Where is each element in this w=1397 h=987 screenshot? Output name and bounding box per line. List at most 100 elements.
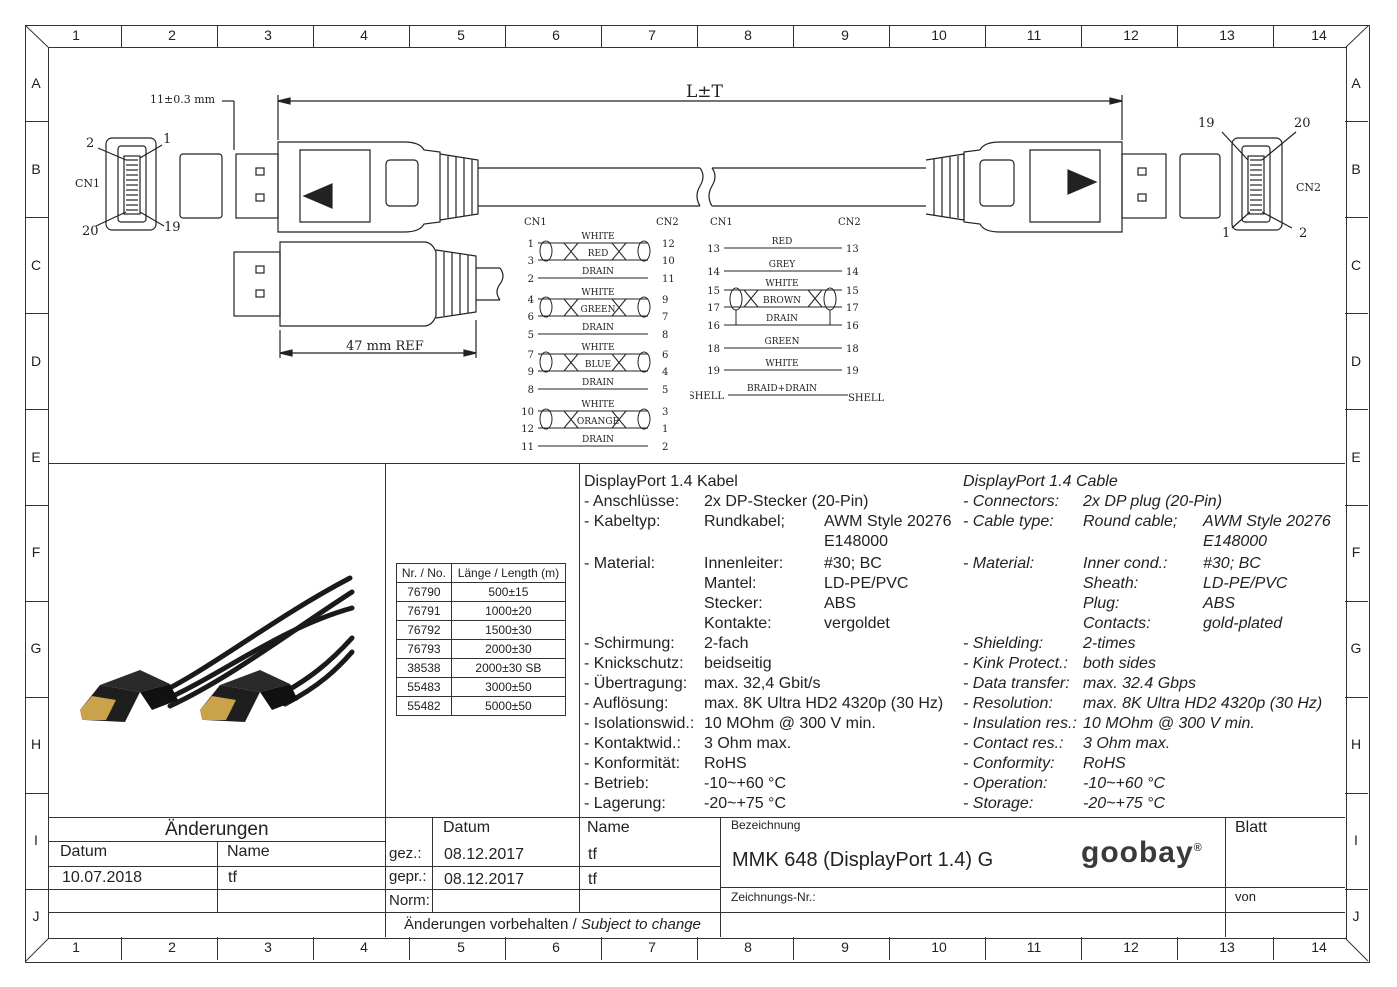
spec-cell: - Kink Protect.: bbox=[963, 655, 1068, 672]
tb-vline bbox=[1225, 817, 1226, 937]
logo-reg: ® bbox=[1193, 842, 1203, 854]
zone-tick bbox=[793, 25, 794, 48]
wiring-label: BLUE bbox=[585, 360, 611, 370]
title-block-top bbox=[48, 817, 1345, 818]
row-letter: I bbox=[34, 832, 38, 848]
zone-tick bbox=[1177, 937, 1178, 960]
table-cell: 500±15 bbox=[450, 582, 567, 602]
spec-cell: 2x DP plug (20-Pin) bbox=[1083, 493, 1223, 510]
table-cell: 1500±30 bbox=[450, 620, 567, 640]
change-name: tf bbox=[228, 869, 237, 886]
wire-pair bbox=[538, 296, 651, 335]
zone-tick bbox=[985, 25, 986, 48]
spec-cell: vergoldet bbox=[824, 615, 890, 632]
row-letter: E bbox=[1351, 449, 1361, 465]
spec-cell: - Isolationswid.: bbox=[584, 715, 695, 732]
zone-tick bbox=[1345, 793, 1368, 794]
spec-cell: Innenleiter: bbox=[704, 555, 784, 572]
column-number: 5 bbox=[457, 27, 465, 43]
spec-cell: - Lagerung: bbox=[584, 795, 666, 812]
wiring-label: 15 bbox=[707, 286, 720, 297]
dim-tab: 11±0.3 mm bbox=[150, 93, 216, 106]
table-cell: 55482 bbox=[396, 696, 452, 716]
blatt-label: Blatt bbox=[1235, 819, 1268, 836]
row-letter: D bbox=[1350, 353, 1362, 369]
photo-divider bbox=[385, 463, 386, 937]
table-cell: 2000±30 SB bbox=[450, 658, 567, 678]
spec-cell: - Knickschutz: bbox=[584, 655, 684, 672]
wiring-label: 18 bbox=[846, 344, 859, 355]
column-number: 14 bbox=[1311, 939, 1327, 955]
tb-line bbox=[48, 889, 720, 890]
spec-cell: Stecker: bbox=[704, 595, 763, 612]
wiring-label: 13 bbox=[707, 244, 720, 255]
wiring-label: 19 bbox=[707, 366, 720, 377]
spec-cell: - Conformity: bbox=[963, 755, 1055, 772]
zone-tick bbox=[409, 25, 410, 48]
change-datum-header: Datum bbox=[60, 843, 108, 860]
wiring-label: 8 bbox=[528, 385, 534, 396]
name-header: Name bbox=[587, 819, 630, 836]
spec-cell: 2-fach bbox=[704, 635, 749, 652]
spec-cell: -10~+60 °C bbox=[704, 775, 787, 792]
wiring-label: 7 bbox=[662, 312, 668, 323]
spec-cell: Sheath: bbox=[1083, 575, 1139, 592]
table-header: Länge / Length (m) bbox=[450, 563, 567, 583]
column-number: 1 bbox=[72, 27, 80, 43]
zone-tick bbox=[1345, 505, 1368, 506]
spec-cell: - Data transfer: bbox=[963, 675, 1070, 692]
zone-tick bbox=[697, 937, 698, 960]
column-number: 13 bbox=[1219, 27, 1235, 43]
row-letter: B bbox=[1351, 161, 1361, 177]
column-number: 10 bbox=[931, 27, 947, 43]
wiring-label: 1 bbox=[528, 239, 534, 250]
spec-cell: - Material: bbox=[584, 555, 656, 572]
wiring-label: 14 bbox=[846, 267, 859, 278]
spec-cell: LD-PE/PVC bbox=[824, 575, 909, 592]
column-number: 2 bbox=[168, 939, 176, 955]
zone-tick bbox=[1081, 937, 1082, 960]
spec-cell: Round cable; bbox=[1083, 513, 1178, 530]
wiring-label: CN1 bbox=[710, 217, 733, 228]
wiring-label: 16 bbox=[707, 321, 720, 332]
row-letter: H bbox=[30, 736, 42, 752]
zone-tick bbox=[601, 25, 602, 48]
spec-cell: both sides bbox=[1083, 655, 1156, 672]
spec-cell: beidseitig bbox=[704, 655, 772, 672]
zone-tick bbox=[601, 937, 602, 960]
column-number: 4 bbox=[360, 939, 368, 955]
spec-cell: Mantel: bbox=[704, 575, 757, 592]
zone-tick bbox=[505, 25, 506, 48]
table-cell: 5000±50 bbox=[450, 696, 567, 716]
zone-tick bbox=[25, 121, 48, 122]
subject-de: Änderungen vorbehalten / bbox=[404, 916, 581, 933]
zone-tick bbox=[25, 697, 48, 698]
spec-cell: max. 32.4 Gbps bbox=[1083, 675, 1196, 692]
tb-line bbox=[720, 887, 1345, 888]
zone-tick bbox=[217, 25, 218, 48]
column-number: 6 bbox=[552, 939, 560, 955]
spec-cell: - Anschlüsse: bbox=[584, 493, 680, 510]
subject-en: Subject to change bbox=[580, 916, 701, 933]
wiring-label: 16 bbox=[846, 321, 859, 332]
spec-cell: Plug: bbox=[1083, 595, 1120, 612]
table-divider bbox=[579, 463, 580, 817]
zone-tick bbox=[1273, 25, 1274, 48]
spec-cell: Kontakte: bbox=[704, 615, 772, 632]
change-name-header: Name bbox=[227, 843, 270, 860]
wiring-label: 15 bbox=[846, 286, 859, 297]
spec-cell: gold-plated bbox=[1203, 615, 1283, 632]
bezeichnung-label: Bezeichnung bbox=[731, 818, 801, 832]
pin-label: 2 bbox=[86, 136, 95, 151]
wiring-label: 8 bbox=[662, 330, 668, 341]
wiring-label: 14 bbox=[707, 267, 720, 278]
row-letter: F bbox=[1351, 544, 1361, 560]
wiring-label: GREEN bbox=[765, 337, 800, 347]
spec-cell: - Schirmung: bbox=[584, 635, 675, 652]
